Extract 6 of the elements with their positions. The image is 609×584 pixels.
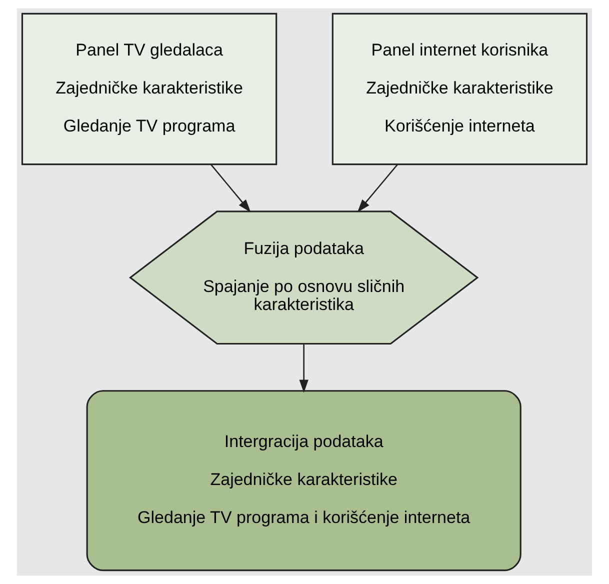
arrow (357, 164, 398, 212)
arrow (210, 164, 251, 212)
node-box: Panel internet korisnika Zajedničke karakteristike Korišćenje interneta (332, 12, 588, 166)
node-box: Intergracija podataka Zajedničke karakteristike Gledanje TV programa i korišćenje interneta (86, 390, 522, 572)
arrow (299, 344, 308, 393)
node-box: Panel TV gledalaca Zajedničke karakteristike Gledanje TV programa (21, 12, 278, 166)
